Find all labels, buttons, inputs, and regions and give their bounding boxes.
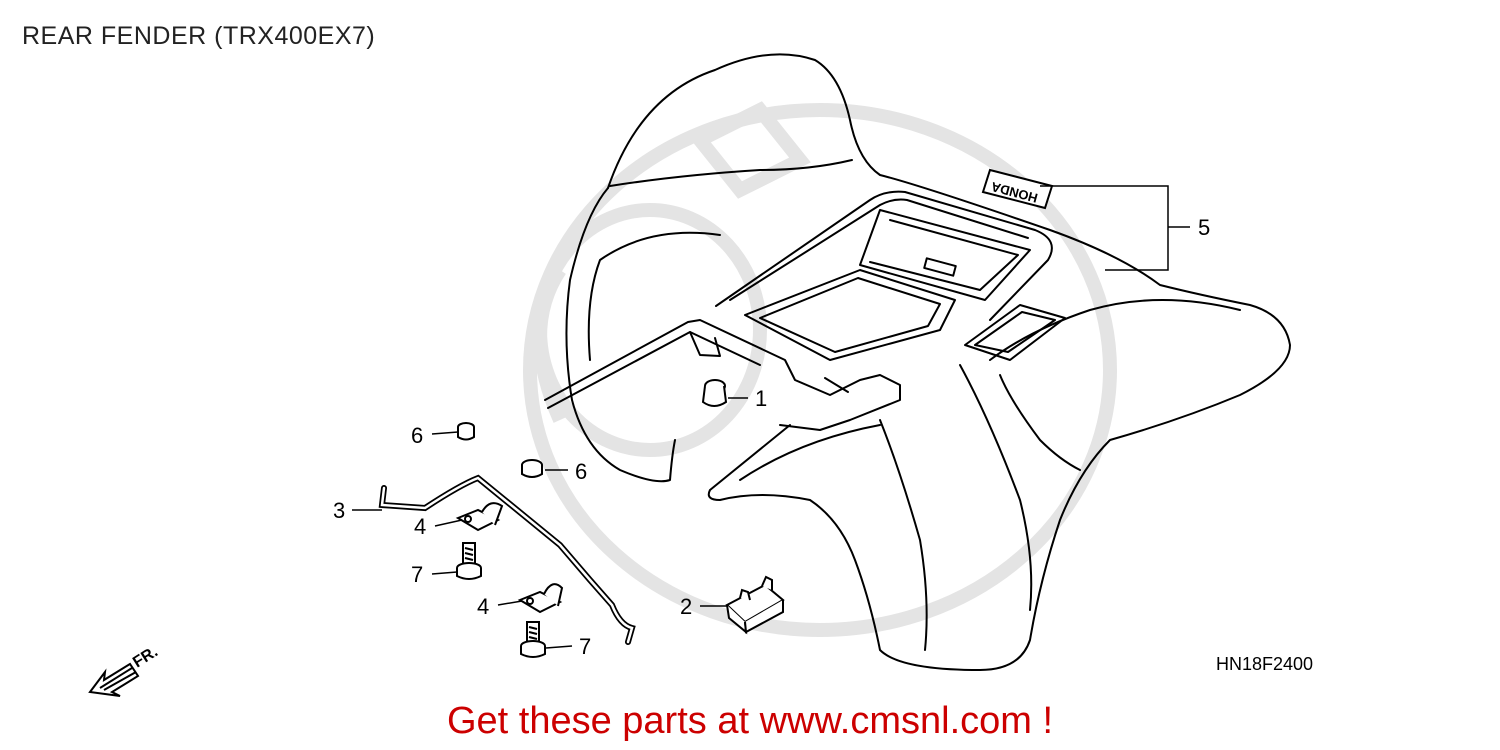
front-arrow-icon: FR. [88,643,161,697]
callout-4b: 4 [477,594,489,619]
callout-7b: 7 [579,634,591,659]
part-2-cushion [725,575,785,635]
diagram-code: HN18F2400 [1216,654,1313,674]
callout-2: 2 [680,594,692,619]
part-4-clamp-b [517,583,564,614]
callout-3: 3 [333,498,345,523]
part-6-spacer-a [457,422,475,441]
front-label: FR. [130,643,161,671]
part-7-bolt-a [456,542,482,580]
leader-lines [352,185,1190,649]
part-3-wire-highlight [380,476,634,644]
part-4-clamp-a [455,502,504,532]
rear-fender [544,53,1291,671]
callout-4a: 4 [414,514,426,539]
part-7-bolt-b [520,621,546,658]
callout-1: 1 [755,386,767,411]
footer-link[interactable]: Get these parts at www.cmsnl.com ! [446,700,1054,742]
callout-7a: 7 [411,562,423,587]
part-1-grommet [701,379,728,407]
part-6-spacer-b [521,459,543,478]
callout-6a: 6 [411,423,423,448]
callout-6b: 6 [575,459,587,484]
callout-5: 5 [1198,215,1210,240]
page-title: REAR FENDER (TRX400EX7) [22,22,376,50]
watermark-logo [523,101,1117,637]
